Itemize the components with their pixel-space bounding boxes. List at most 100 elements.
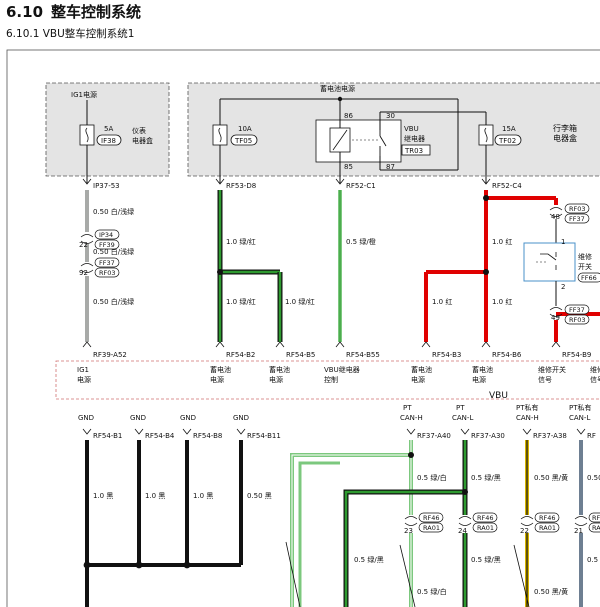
vbu-ptcan-h-1: PT <box>403 404 412 412</box>
vbu-label-ig1-2: 电源 <box>77 375 91 384</box>
twist-mark-2 <box>399 544 416 607</box>
inline-rf46-22-pin: 22 <box>520 527 529 535</box>
wire-tf05 <box>217 190 283 342</box>
wire-label-can-l-1: 0.5 绿/黑 <box>471 473 501 482</box>
vbu-label-batt-1a: 蓄电池 <box>210 365 231 374</box>
inline-rf46-22-tag <box>534 512 560 523</box>
connector-ip37-53: IP37-53 <box>93 182 120 190</box>
inline-ff37-49-tag <box>564 304 590 315</box>
fuse-tf05-tag <box>230 134 258 146</box>
wire-label-ig1-3: 0.50 白/浅绿 <box>93 297 134 306</box>
vbu-pin-rf54-b6: RF54-B6 <box>492 351 522 359</box>
vbu-privcan-h-2: CAN-H <box>516 414 539 422</box>
inline-rf03-48-tag <box>564 203 590 214</box>
section-title: 整车控制系统 <box>51 3 141 21</box>
service-switch <box>523 242 576 282</box>
vbu-gnd-4: GND <box>233 414 249 422</box>
inline-rf46-23-tag <box>418 512 444 523</box>
vbu-label-switch-a: 维修开关 <box>538 365 566 374</box>
inline-ra01-23-tag <box>418 522 444 533</box>
connector-arrow-rf52c1 <box>335 178 345 185</box>
twist-mark-3 <box>513 544 530 607</box>
inline-rf46-23 <box>404 516 418 526</box>
vbu-label-switch2-b: 信号 <box>590 375 600 384</box>
inline-ra01-22-id: RA01 <box>539 524 556 532</box>
fuse-tf05-id: TF05 <box>234 137 252 145</box>
vbu-relay <box>315 119 402 163</box>
vbu-pin-rf54-b3: RF54-B3 <box>432 351 461 359</box>
wire-pt-can-h <box>290 440 413 607</box>
instrument-box-label-1: 仪表 <box>132 126 146 135</box>
relay-id: TR03 <box>404 147 423 155</box>
relay-name-2: 继电器 <box>404 134 425 143</box>
relay-pin-86: 86 <box>344 112 353 120</box>
vbu-pin-rf39-a52: RF39-A52 <box>93 351 127 359</box>
connector-rf52-c1: RF52-C1 <box>346 182 376 190</box>
fuse-tf02-rating: 15A <box>502 125 516 133</box>
ground-junction-3 <box>183 561 191 569</box>
vbu-module <box>55 360 600 400</box>
section-number: 6.10 <box>6 3 43 21</box>
inline-ra01-21-tag <box>588 522 600 533</box>
inline-rf46-23-id: RF46 <box>423 514 440 522</box>
vbu-label-switch-b: 信号 <box>538 375 552 384</box>
relay-pin-85: 85 <box>344 163 353 171</box>
wire-label-gnd-3: 1.0 黑 <box>193 492 213 500</box>
wire-label-red-2: 1.0 红 <box>432 297 452 306</box>
switch-name-1: 维修 <box>578 252 592 261</box>
can-h-junction <box>408 452 414 458</box>
vbu-gnd-1: GND <box>78 414 94 422</box>
fuse-if38-rating: 5A <box>104 125 113 133</box>
junction-tf02-top <box>483 195 489 201</box>
inline-rf03-48-cup <box>549 213 563 217</box>
wire-ground <box>85 440 243 607</box>
connector-rf52-c4: RF52-C4 <box>492 182 522 190</box>
connector-rf53-d8: RF53-D8 <box>226 182 256 190</box>
relay-coil-mark <box>332 129 348 151</box>
vbu-label-batt-1b: 电源 <box>210 375 224 384</box>
inline-rf03-id: RF03 <box>99 269 116 277</box>
inline-ff37-48-id: FF37 <box>569 215 585 223</box>
diagram-frame <box>6 49 600 607</box>
vbu-label-relay-b: 控制 <box>324 375 338 384</box>
wire-label-gnd-2: 1.0 黑 <box>145 492 165 500</box>
vbu-top-pin-arrows <box>82 341 561 348</box>
connector-arrow-rf53 <box>215 178 225 185</box>
wire-label-tf05-2: 1.0 绿/红 <box>226 297 256 306</box>
vbu-ptcan-l-2: CAN-L <box>452 414 473 422</box>
vbu-label-batt-2a: 蓄电池 <box>269 365 290 374</box>
switch-name-2: 开关 <box>578 262 592 271</box>
vbu-label-ig1-1: IG1 <box>77 366 89 374</box>
wire-label-priv-h-2: 0.50 黑/黄 <box>534 587 568 596</box>
vbu-label-switch2-a: 维修 <box>590 365 600 374</box>
inline-ff37-48-tag <box>564 213 590 224</box>
instrument-box-label-2: 电器盒 <box>132 136 153 145</box>
vbu-pin-rf37-a38: RF37-A38 <box>533 432 567 440</box>
inline-rf46-21-id: RF <box>592 514 600 522</box>
wire-label-priv-l-2: 0.5 <box>587 556 598 564</box>
inline-rf46-22 <box>520 516 534 526</box>
wire-pt-can-l <box>343 440 468 607</box>
inline-rf46-24-tag <box>472 512 498 523</box>
vbu-label-batt-4b: 电源 <box>472 375 486 384</box>
relay-name-1: VBU <box>404 125 419 133</box>
wire-label-can-l-3: 0.5 绿/黑 <box>471 555 501 564</box>
inline-ff37-49-cup <box>549 313 563 317</box>
inline-rf03-48-pin: 48 <box>551 213 560 221</box>
inline-ff37-id: FF37 <box>99 259 115 267</box>
wire-label-tf05-3: 1.0 绿/红 <box>285 297 315 306</box>
instrument-fuse-box <box>45 82 170 177</box>
fuse-if38-tag <box>96 134 122 146</box>
vbu-gnd-2: GND <box>130 414 146 422</box>
inline-rf46-21-pin: 21 <box>574 527 583 535</box>
vbu-pin-rf54-b5: RF54-B5 <box>286 351 315 359</box>
vbu-ptcan-h-2: CAN-H <box>400 414 423 422</box>
wire-label-tf05-1: 1.0 绿/红 <box>226 237 256 246</box>
inline-ra01-24-id: RA01 <box>477 524 494 532</box>
inline-rf46-24-id: RF46 <box>477 514 494 522</box>
wire-label-gnd-1: 1.0 黑 <box>93 492 113 500</box>
switch-id-tag <box>577 272 600 283</box>
wire-label-can-l-2: 0.5 绿/黑 <box>354 555 384 564</box>
fuse-if38 <box>79 124 95 146</box>
